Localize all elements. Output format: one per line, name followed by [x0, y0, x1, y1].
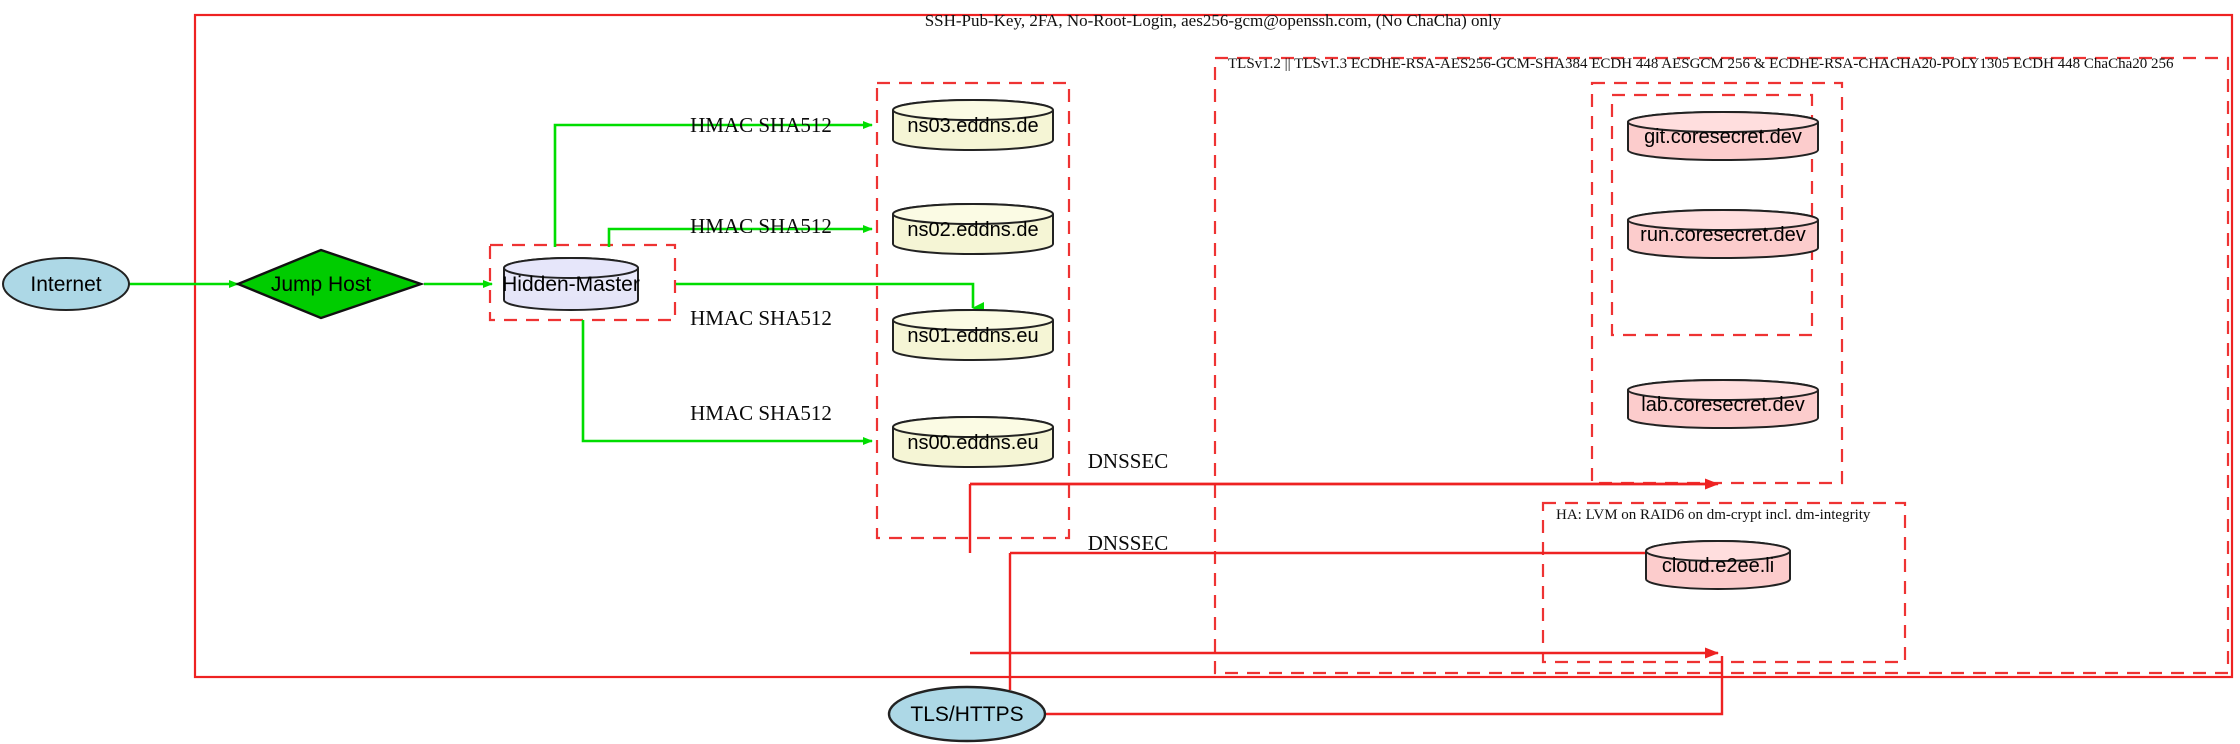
node-jump-host[interactable]: Jump Host [234, 248, 425, 320]
edge-label-hmac-ns01: HMAC SHA512 [690, 306, 832, 330]
edge-hidden-master-to-ns02-path [607, 225, 873, 247]
node-label-hidden-master: Hidden-Master [502, 273, 640, 296]
node-lab-coresecret[interactable]: lab.coresecret.dev [1627, 379, 1819, 429]
node-label-lab-coresecret: lab.coresecret.dev [1641, 394, 1804, 416]
node-label-ns03: ns03.eddns.de [907, 115, 1038, 137]
boundary-ssh-zone [193, 13, 2234, 679]
node-label-cloud-e2ee: cloud.e2ee.li [1662, 555, 1774, 577]
edge-label-dnssec-1: DNSSEC [1088, 449, 1169, 473]
node-label-git-coresecret: git.coresecret.dev [1644, 126, 1802, 148]
node-git-coresecret[interactable]: git.coresecret.dev [1627, 111, 1819, 161]
node-ns03[interactable]: ns03.eddns.de [892, 99, 1054, 151]
boundary-coresecret-zone [1610, 93, 1814, 337]
node-label-ns01: ns01.eddns.eu [907, 325, 1038, 347]
node-label-ns02: ns02.eddns.de [907, 219, 1038, 241]
node-internet[interactable]: Internet [2, 257, 130, 311]
edge-hidden-master-to-ns01 [676, 282, 984, 314]
node-label-jump-host: Jump Host [271, 273, 372, 296]
edge-hidden-master-to-ns03 [553, 121, 873, 247]
node-run-coresecret[interactable]: run.coresecret.dev [1627, 209, 1819, 259]
node-label-internet: Internet [30, 273, 101, 296]
boundary-ha-zone [1541, 501, 1907, 664]
boundary-label-ha-zone: HA: LVM on RAID6 on dm-crypt incl. dm-in… [1556, 507, 1871, 523]
edge-tls-https-out [1045, 656, 1724, 716]
edge-label-hmac-ns00: HMAC SHA512 [690, 401, 832, 425]
node-tls-https[interactable]: TLS/HTTPS [887, 685, 1047, 743]
boundary-label-ssh-zone: SSH-Pub-Key, 2FA, No-Root-Login, aes256-… [925, 11, 1502, 30]
node-ns00[interactable]: ns00.eddns.eu [892, 416, 1054, 468]
node-ns02[interactable]: ns02.eddns.de [892, 203, 1054, 255]
node-cloud-e2ee[interactable]: cloud.e2ee.li [1645, 540, 1791, 590]
edge-label-hmac-ns03: HMAC SHA512 [690, 113, 832, 137]
node-hidden-master[interactable]: Hidden-Master [502, 257, 640, 311]
node-label-tls-https: TLS/HTTPS [910, 703, 1023, 726]
boundary-dns-zone [875, 81, 1071, 540]
boundary-label-tls-zone: TLSv1.2 || TLSv1.3 ECDHE-RSA-AES256-GCM-… [1228, 56, 2174, 72]
edge-hidden-master-to-ns00 [581, 320, 873, 445]
node-label-run-coresecret: run.coresecret.dev [1640, 224, 1806, 246]
edge-label-dnssec-2: DNSSEC [1088, 531, 1169, 555]
edge-label-hmac-ns02: HMAC SHA512 [690, 214, 832, 238]
node-ns01[interactable]: ns01.eddns.eu [892, 309, 1054, 361]
node-label-ns00: ns00.eddns.eu [907, 432, 1038, 454]
